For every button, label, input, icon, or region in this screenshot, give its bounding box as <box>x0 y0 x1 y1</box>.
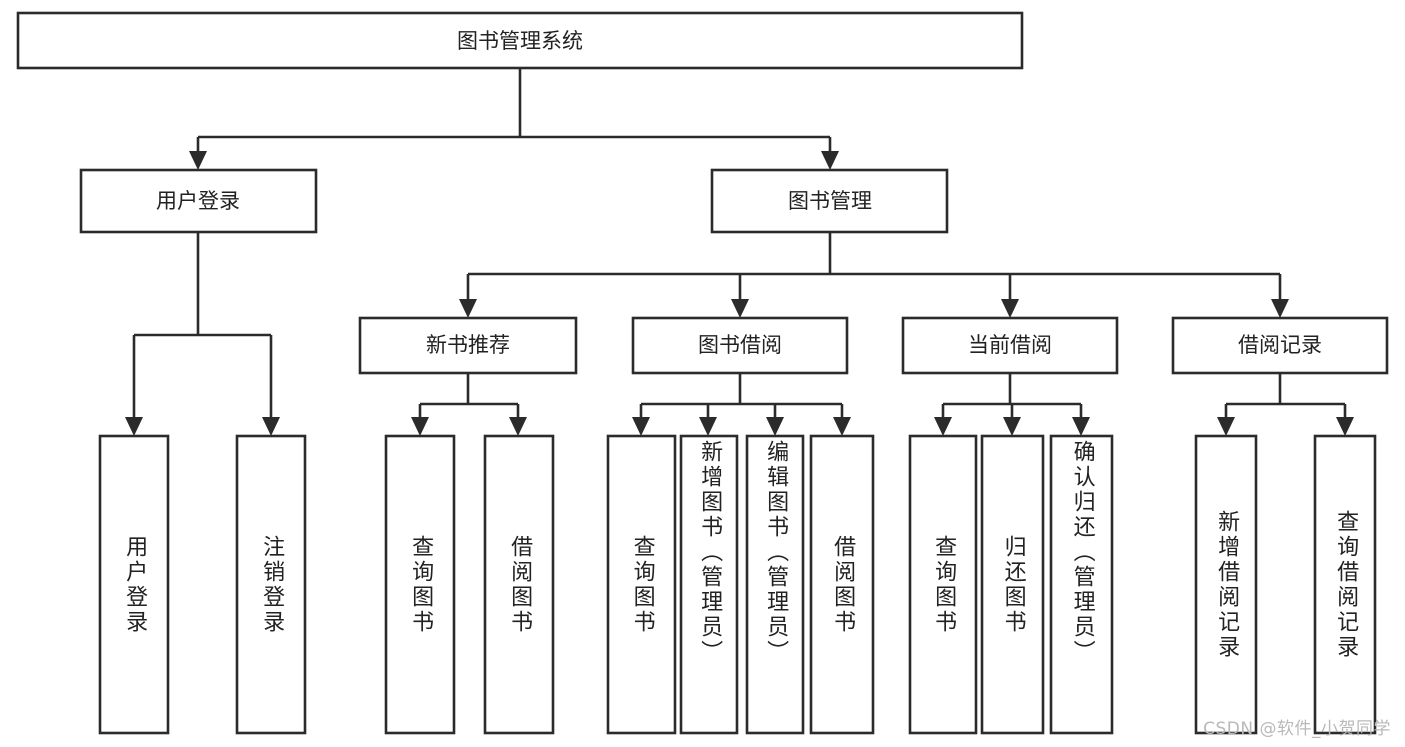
arrow-head-leaf-edit-book <box>766 417 784 436</box>
node-layer: 图书管理系统 用户登录 图书管理 新书推荐 图书借阅 当前借阅 借阅记录 <box>16 11 1389 735</box>
node-leaf-logout[interactable] <box>235 434 307 735</box>
arrow-head-leaf-logout <box>262 417 280 436</box>
arrow-head-leaf-add-book <box>699 417 717 436</box>
node-current-borrow[interactable] <box>901 316 1119 375</box>
arrow-head-borrow-record <box>1271 299 1289 318</box>
node-borrow-record[interactable] <box>1171 316 1389 375</box>
node-leaf-query-record[interactable] <box>1313 434 1377 735</box>
node-leaf-add-book[interactable] <box>679 434 739 735</box>
node-leaf-return-book[interactable] <box>980 434 1045 735</box>
csdn-watermark: CSDN @软件_小贺同学 <box>1203 719 1391 739</box>
arrow-head-leaf-add-record <box>1217 417 1235 436</box>
arrow-head-leaf-query-record <box>1336 417 1354 436</box>
arrow-head-leaf-query-book-3 <box>934 417 952 436</box>
node-new-book-rec[interactable] <box>358 316 578 375</box>
arrow-head-book-manage <box>821 151 839 170</box>
node-leaf-query-book-2[interactable] <box>606 434 677 735</box>
arrow-head-new-book-rec <box>459 299 477 318</box>
arrow-head-leaf-borrow-book-2 <box>833 417 851 436</box>
node-book-borrow[interactable] <box>631 316 849 375</box>
node-leaf-user-login[interactable] <box>98 434 170 735</box>
node-leaf-add-record[interactable] <box>1194 434 1258 735</box>
node-leaf-borrow-book-1[interactable] <box>483 434 555 735</box>
node-leaf-edit-book[interactable] <box>745 434 805 735</box>
arrow-head-leaf-return-book <box>1003 417 1021 436</box>
connector-layer <box>125 68 1354 436</box>
arrow-head-leaf-borrow-book-1 <box>509 417 527 436</box>
arrow-head-leaf-user-login <box>125 417 143 436</box>
arrow-head-book-borrow <box>731 299 749 318</box>
arrow-head-leaf-query-book-1 <box>411 417 429 436</box>
node-leaf-query-book-3[interactable] <box>908 434 978 735</box>
node-leaf-query-book-1[interactable] <box>384 434 456 735</box>
node-user-login[interactable] <box>79 168 318 234</box>
arrow-head-leaf-query-book-2 <box>632 417 650 436</box>
arrow-head-user-login <box>189 151 207 170</box>
node-leaf-confirm-return[interactable] <box>1049 434 1114 735</box>
node-current-borrow-label: 当前借阅 <box>968 333 1052 357</box>
node-book-manage-label: 图书管理 <box>788 189 872 213</box>
node-root-label: 图书管理系统 <box>457 29 583 53</box>
node-book-manage[interactable] <box>710 168 949 234</box>
arrow-head-leaf-confirm-return <box>1072 417 1090 436</box>
node-leaf-borrow-book-2[interactable] <box>809 434 875 735</box>
node-borrow-record-label: 借阅记录 <box>1238 333 1322 357</box>
node-new-book-rec-label: 新书推荐 <box>426 333 510 357</box>
node-user-login-label: 用户登录 <box>156 189 240 213</box>
node-book-borrow-label: 图书借阅 <box>698 333 782 357</box>
arrow-head-current-borrow <box>1001 299 1019 318</box>
node-root[interactable] <box>16 11 1024 70</box>
